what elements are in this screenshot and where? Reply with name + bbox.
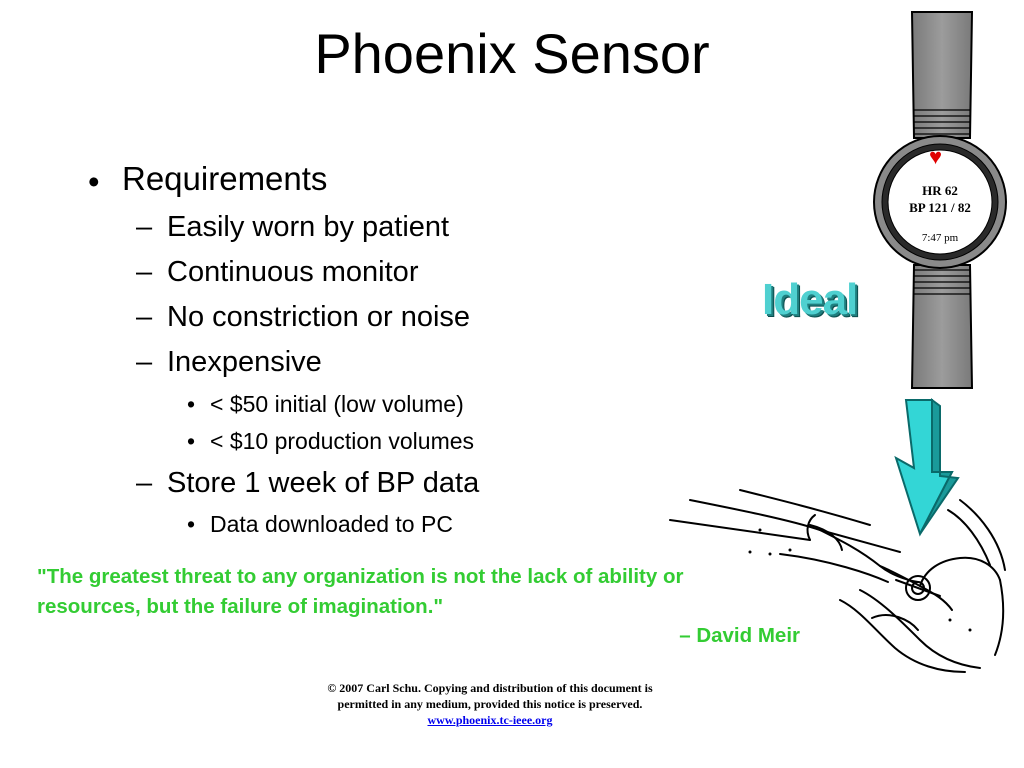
slide-title: Phoenix Sensor — [314, 22, 710, 85]
bullet-easily-worn: Easily worn by patient — [167, 211, 450, 243]
bullet-requirements: Requirements — [122, 160, 328, 197]
bullet-dash: – — [136, 301, 153, 333]
bullet-continuous: Continuous monitor — [167, 256, 419, 288]
bullet-inexpensive: Inexpensive — [167, 346, 322, 378]
ideal-label: Ideal — [762, 275, 858, 324]
quote-text: "The greatest threat to any organization… — [37, 565, 684, 618]
watch-time: 7:47 pm — [921, 232, 959, 244]
watch-illustration — [873, 11, 1007, 389]
heart-icon: ♥ — [929, 144, 943, 169]
bullet-dash: – — [136, 346, 153, 378]
bullet-dot: • — [187, 511, 196, 537]
down-arrow-icon — [894, 398, 960, 537]
copyright-footer: © 2007 Carl Schu. Copying and distributi… — [280, 680, 700, 728]
quote-author: – David Meir — [679, 624, 800, 647]
footer-line-1: © 2007 Carl Schu. Copying and distributi… — [327, 681, 653, 695]
bullet-no-constriction: No constriction or noise — [167, 301, 471, 333]
bullet-dash: – — [136, 256, 153, 288]
bullet-dash: – — [136, 467, 153, 499]
website-link[interactable]: www.phoenix.tc-ieee.org — [427, 713, 553, 727]
watch-hr: HR 62 — [922, 183, 958, 198]
bullet-dot: • — [187, 391, 196, 417]
bullet-dash: – — [136, 211, 153, 243]
bullet-production-cost: < $10 production volumes — [210, 428, 475, 454]
bullet-dot: • — [88, 163, 100, 200]
bullet-store: Store 1 week of BP data — [167, 467, 480, 499]
watch-bp: BP 121 / 82 — [909, 200, 971, 215]
footer-line-2: permitted in any medium, provided this n… — [337, 697, 643, 711]
bullet-downloaded: Data downloaded to PC — [210, 511, 453, 537]
bullet-initial-cost: < $50 initial (low volume) — [210, 391, 464, 417]
wrist-sketch-illustration — [669, 489, 1006, 673]
bullet-dot: • — [187, 428, 196, 454]
